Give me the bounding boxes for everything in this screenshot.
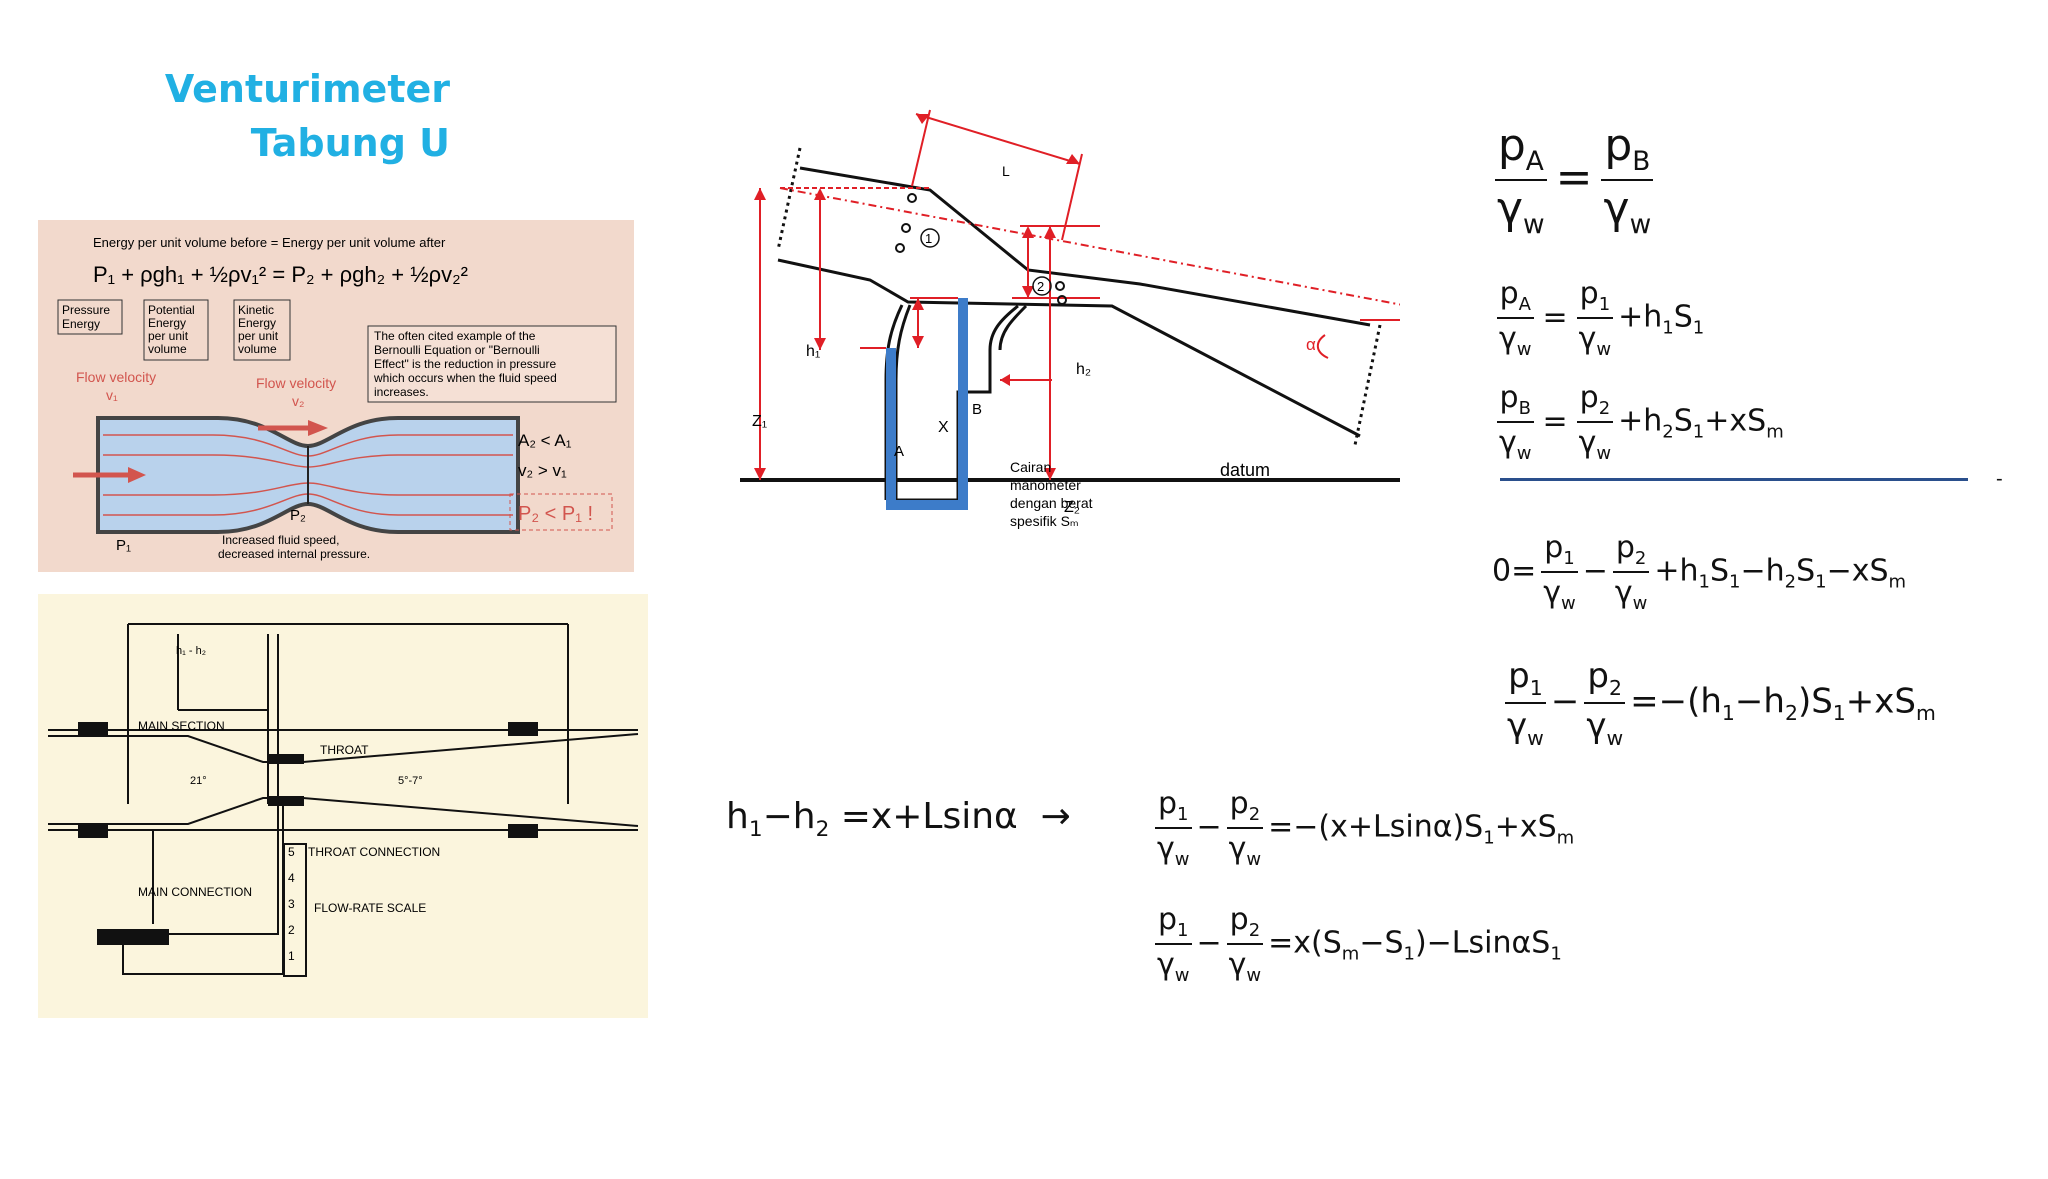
svg-text:Bernoulli Equation or "Bernoul: Bernoulli Equation or "Bernoulli	[374, 343, 540, 357]
p2-label: P₂	[290, 507, 306, 524]
flow-velocity-label-2: Flow velocity	[256, 375, 336, 391]
svg-text:21°: 21°	[190, 775, 207, 787]
main-connection-label: MAIN CONNECTION	[138, 885, 252, 899]
p1-label: P₁	[116, 537, 131, 554]
bernoulli-illustration: Energy per unit volume before = Energy p…	[38, 220, 634, 572]
h1-label: h₁	[806, 343, 820, 360]
relation-area: A₂ < A₁	[518, 431, 572, 450]
alpha-label: α	[1306, 335, 1316, 354]
svg-text:3: 3	[288, 897, 295, 911]
h1-h2-label: h₁ - h₂	[176, 645, 206, 657]
svg-text:Energy: Energy	[238, 316, 276, 330]
svg-text:1: 1	[288, 949, 295, 963]
page-title: Venturimeter Tabung U	[150, 62, 450, 170]
svg-text:2: 2	[288, 923, 295, 937]
svg-text:per unit: per unit	[148, 329, 189, 343]
flow-velocity-label-1: Flow velocity	[76, 369, 156, 385]
equation-divider	[1500, 478, 1968, 481]
svg-text:increases.: increases.	[374, 385, 429, 399]
throat-label: THROAT	[320, 743, 369, 757]
a-label: A	[894, 443, 904, 460]
svg-text:which occurs when the fluid sp: which occurs when the fluid speed	[373, 371, 557, 385]
svg-text:v₂: v₂	[292, 393, 304, 409]
svg-text:5: 5	[288, 845, 295, 859]
label-kinetic: Kinetic	[238, 303, 274, 317]
title-line-1: Venturimeter	[164, 67, 450, 111]
dash-mark: -	[1996, 468, 2003, 490]
bernoulli-equation: P₁ + ρgh₁ + ½ρv₁² = P₂ + ρgh₂ + ½ρv₂²	[93, 262, 468, 287]
fluid-note-1: Cairan	[1010, 459, 1051, 475]
throat-connection-label: THROAT CONNECTION	[308, 845, 440, 859]
svg-text:volume: volume	[238, 342, 277, 356]
svg-text:v₁: v₁	[106, 387, 118, 403]
fluid-note-4: spesifik Sₘ	[1010, 513, 1079, 529]
label-pressure: Pressure	[62, 303, 110, 317]
svg-text:Effect" is the reduction in pr: Effect" is the reduction in pressure	[374, 357, 556, 371]
bernoulli-note: The often cited example of the	[374, 329, 536, 343]
svg-text:volume: volume	[148, 342, 187, 356]
caption-1: Increased fluid speed,	[222, 533, 339, 547]
b-label: B	[972, 401, 982, 418]
relation-pressure: P₂ < P₁ !	[518, 503, 593, 525]
svg-text:4: 4	[288, 871, 295, 885]
z2-label: Z₂	[1064, 499, 1080, 516]
h2-label: h₂	[1076, 361, 1091, 378]
fluid-note-3: dengan berat	[1010, 495, 1093, 511]
svg-text:5°-7°: 5°-7°	[398, 775, 423, 787]
equation-6: h1−h2 =x+Lsinα →	[726, 796, 1071, 843]
relation-velocity: v₂ > v₁	[518, 461, 567, 480]
label-potential: Potential	[148, 303, 195, 317]
length-label: L	[1002, 163, 1010, 179]
z1-label: Z₁	[752, 413, 767, 430]
fluid-note-2: manometer	[1010, 477, 1081, 493]
flow-rate-scale-label: FLOW-RATE SCALE	[314, 901, 426, 915]
point-2-label: 2	[1037, 279, 1044, 294]
title-line-2: Tabung U	[250, 121, 450, 165]
caption-2: decreased internal pressure.	[218, 547, 370, 561]
x-label: X	[938, 419, 949, 436]
point-1-label: 1	[925, 231, 932, 246]
svg-text:Energy: Energy	[148, 316, 186, 330]
svg-text:Energy: Energy	[62, 317, 100, 331]
venturi-manometer-schematic: 1 2 L h₁ h₂ Z₁ Z₂ A B X α Cairan manomet…	[740, 109, 1400, 529]
venturi-drawing: 5 4 3 2 1 h₁ - h₂ MAIN SECTION THROAT TH…	[38, 594, 648, 1018]
svg-text:per unit: per unit	[238, 329, 279, 343]
main-section-label: MAIN SECTION	[138, 719, 225, 733]
bernoulli-heading: Energy per unit volume before = Energy p…	[93, 235, 446, 250]
datum-label: datum	[1220, 460, 1270, 480]
